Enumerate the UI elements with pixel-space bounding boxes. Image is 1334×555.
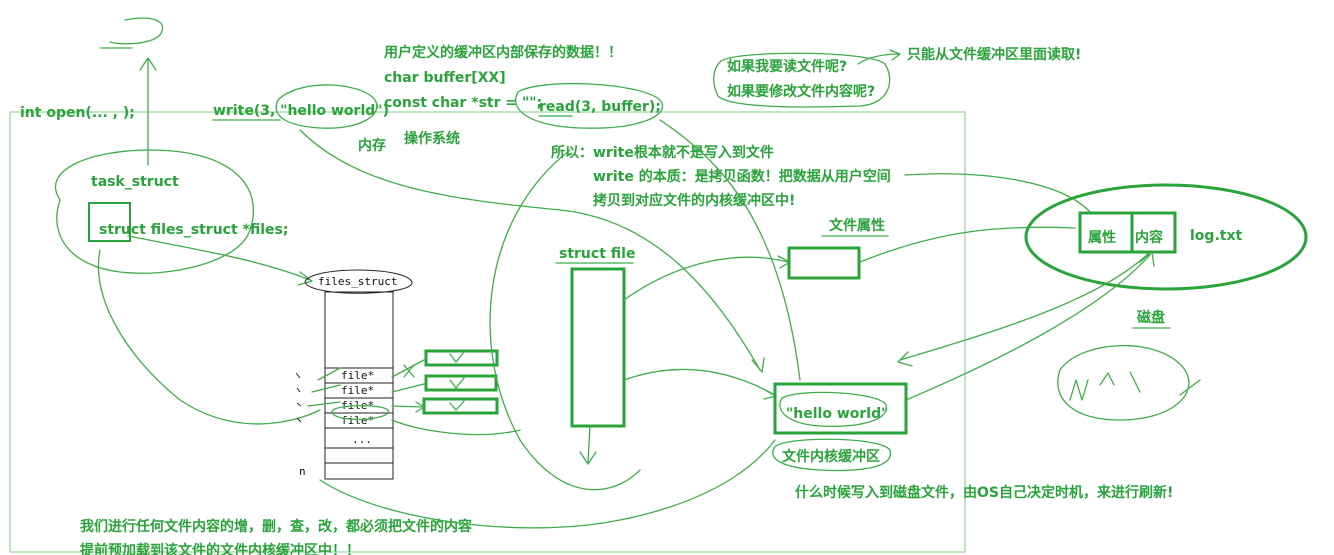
fd-slot-1: file* (341, 384, 374, 397)
file-ptr-2 (391, 401, 425, 413)
open-call-label: int open(... , ); (20, 105, 135, 121)
files-arrow (127, 235, 313, 286)
task-struct-outline (54, 149, 255, 274)
scribble-top (99, 17, 164, 49)
hello-circle (275, 84, 378, 129)
attr-to-disk-arrow (859, 226, 1076, 263)
disk-label: 磁盘 (1137, 309, 1165, 326)
char-buffer-label: char buffer[XX] (384, 70, 506, 86)
kernel-buffer-label-ring (772, 438, 891, 472)
struct-file-big-loop (489, 149, 641, 491)
bottom-long-loop (319, 439, 776, 529)
fd-slot-ellipsis: ... (352, 433, 372, 446)
file-obj-box-0 (424, 349, 499, 367)
bottom-note-line-2: 提前预加载到该文件的文件内核缓冲区中！！ (80, 542, 360, 555)
write-call-label: write(3, "hello world") (213, 103, 389, 119)
file-attr-label: 文件属性 (829, 217, 885, 234)
file-ptr-1 (391, 383, 425, 393)
files-struct-label: files_struct (318, 275, 397, 288)
disk-content-label: 内容 (1135, 229, 1163, 246)
fd-slot-n: n (299, 465, 306, 478)
fd-slot-3: file* (341, 414, 374, 427)
fd-pointer-lines (307, 367, 341, 407)
buffer-circle (515, 82, 663, 129)
read-call-label: read(3, buffer); (539, 99, 661, 115)
file-attr-box (787, 246, 861, 280)
left-loop (97, 249, 321, 425)
kernel-buffer-label: 文件内核缓冲区 (782, 448, 880, 465)
file-obj-box-1 (424, 374, 498, 392)
read-question: 如果我要读文件呢? (727, 58, 847, 75)
fd-slot3-circle (331, 404, 389, 421)
fd-slot-0: file* (341, 369, 374, 382)
disk-content-cell (1130, 211, 1177, 254)
user-buffer-title: 用户定义的缓冲区内部保存的数据！！ (384, 44, 622, 61)
x-mark (403, 364, 415, 378)
hello-world-ring (779, 391, 887, 427)
struct-file-to-buffer (623, 368, 777, 400)
const-char-label: const char *str = ""; (384, 95, 542, 111)
file-ptr-0 (391, 359, 425, 378)
memory-label: 内存 (358, 137, 386, 154)
flush-note: 什么时候写入到磁盘文件，由OS自己决定时机，来进行刷新! (795, 484, 1173, 501)
buffer-to-disk-arrow (905, 251, 1155, 401)
struct-file-box (570, 267, 626, 428)
disk-sketch (1057, 344, 1201, 421)
files-field-label: struct files_struct *files; (99, 222, 288, 238)
conclusion-line-1: 所以：write根本就不是写入到文件 (551, 144, 774, 161)
kernel-buffer-content: "hello world" (786, 406, 888, 422)
read-arrow (659, 119, 801, 381)
conclusion-to-disk-arrow (904, 173, 1091, 213)
fd-array (324, 291, 394, 480)
check-marks (449, 351, 465, 411)
log-file-name: log.txt (1190, 228, 1242, 244)
fd-index-marks (295, 372, 302, 423)
file-obj-box-2 (422, 397, 499, 415)
top-arrow (139, 57, 157, 166)
file-ptr-3 (391, 419, 521, 436)
files-field-box (88, 202, 131, 242)
bottom-note-line-1: 我们进行任何文件内容的增，删，查，改，都必须把文件的内容 (80, 518, 472, 535)
kernel-buffer-box (773, 382, 908, 435)
disk-outline (1024, 183, 1308, 291)
read-answer: 只能从文件缓冲区里面读取! (907, 46, 1081, 63)
disk-to-buffer-arrow (897, 251, 1151, 367)
conclusion-line-2: write 的本质：是拷贝函数！把数据从用户空间 (593, 168, 891, 185)
modify-question: 如果要修改文件内容呢? (727, 83, 875, 100)
disk-attr-label: 属性 (1088, 229, 1116, 246)
struct-file-down-arrow (579, 425, 597, 465)
task-struct-label: task_struct (91, 174, 179, 190)
os-label: 操作系统 (404, 130, 460, 147)
write-copy-arrow (299, 129, 765, 373)
memory-region-frame (9, 111, 966, 553)
question-ring (713, 52, 891, 108)
answer-arrow (857, 49, 901, 65)
struct-file-label: struct file (559, 246, 635, 262)
conclusion-line-3: 拷贝到对应文件的内核缓冲区中! (593, 192, 795, 209)
